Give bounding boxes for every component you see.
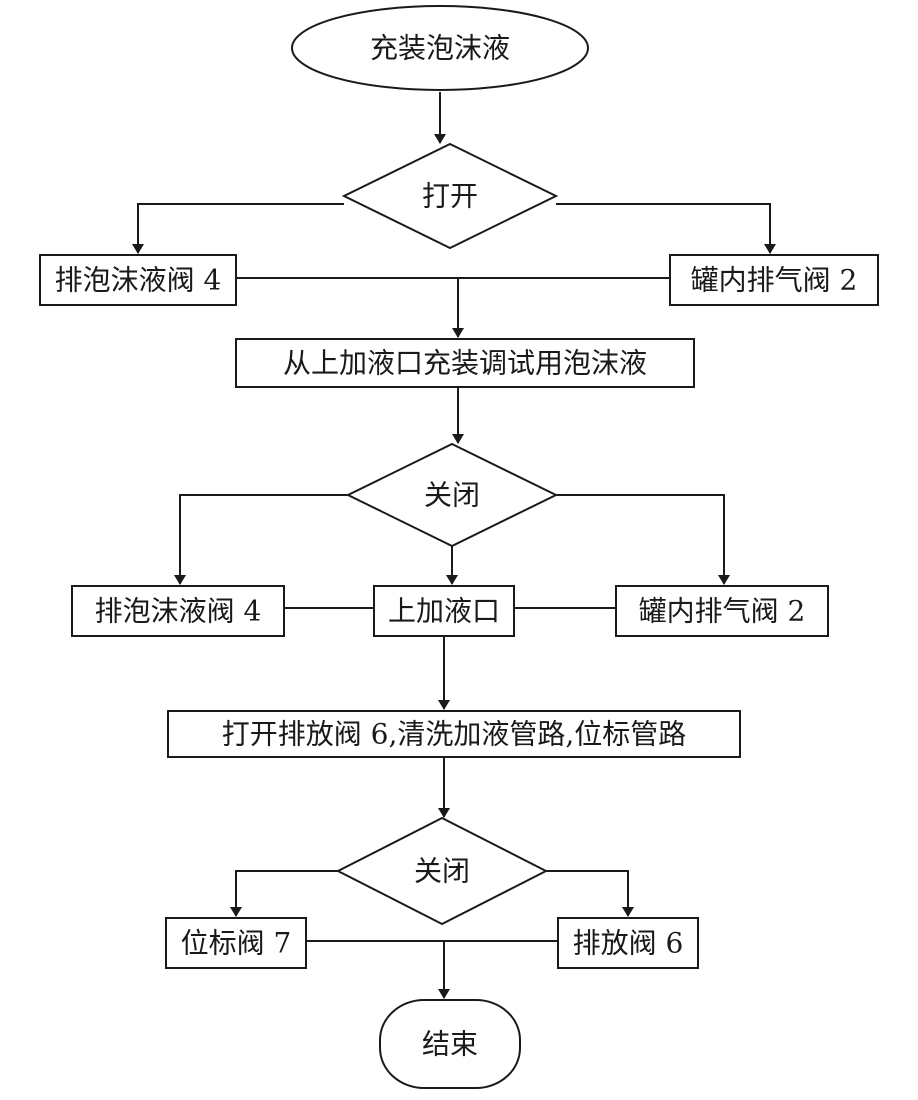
close-left-valve-box: 排泡沫液阀 4 <box>71 585 285 637</box>
start-node: 充装泡沫液 <box>291 5 589 91</box>
open-left-valve-label: 排泡沫液阀 4 <box>55 264 222 297</box>
decision-close-2-label: 关闭 <box>414 855 470 888</box>
arrow-close1-right <box>556 494 730 585</box>
close-mid-port-box: 上加液口 <box>373 585 515 637</box>
close-right-valve-box: 罐内排气阀 2 <box>615 585 829 637</box>
flush-step-box: 打开排放阀 6,清洗加液管路,位标管路 <box>167 710 741 758</box>
final-left-valve-box: 位标阀 7 <box>165 917 307 969</box>
arrow-close2-left <box>230 870 338 917</box>
decision-open-label: 打开 <box>422 180 478 213</box>
final-right-valve-box: 排放阀 6 <box>557 917 699 969</box>
open-right-valve-box: 罐内排气阀 2 <box>669 254 879 306</box>
arrow-close2-right <box>546 870 634 917</box>
final-right-valve-label: 排放阀 6 <box>573 927 684 960</box>
decision-close-1-label: 关闭 <box>424 479 480 512</box>
fill-step-box: 从上加液口充装调试用泡沫液 <box>235 338 695 388</box>
start-label: 充装泡沫液 <box>370 32 510 65</box>
fill-step-label: 从上加液口充装调试用泡沫液 <box>283 347 647 380</box>
open-left-valve-box: 排泡沫液阀 4 <box>39 254 237 306</box>
arrow-open-right <box>556 203 776 254</box>
open-right-valve-label: 罐内排气阀 2 <box>691 264 858 297</box>
final-left-valve-label: 位标阀 7 <box>181 927 292 960</box>
decision-open: 打开 <box>341 142 559 250</box>
arrow-open-left <box>132 203 344 254</box>
decision-close-2: 关闭 <box>335 816 549 926</box>
end-node: 结束 <box>379 999 521 1089</box>
decision-close-1: 关闭 <box>345 442 559 548</box>
close-left-valve-label: 排泡沫液阀 4 <box>95 595 262 628</box>
arrow-close1-left <box>174 494 348 585</box>
close-mid-port-label: 上加液口 <box>388 595 500 628</box>
end-label: 结束 <box>422 1028 478 1061</box>
flush-step-label: 打开排放阀 6,清洗加液管路,位标管路 <box>222 718 687 751</box>
close-right-valve-label: 罐内排气阀 2 <box>639 595 806 628</box>
